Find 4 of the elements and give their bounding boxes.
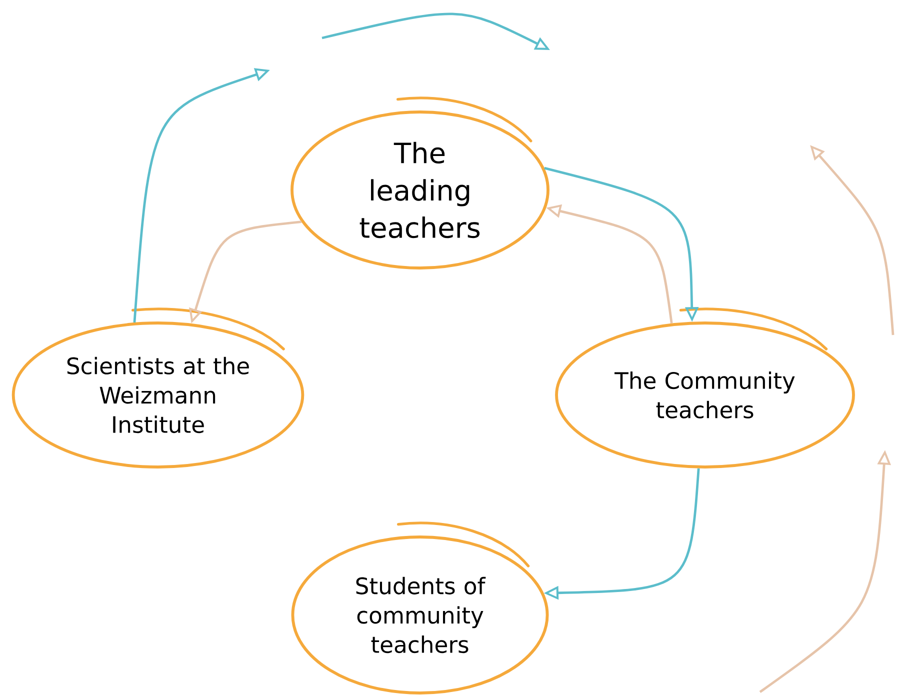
ellipse-node: Students of community teachers [291, 522, 549, 694]
ellipse-node: The leading teachers [290, 96, 550, 270]
ellipse-node: The Community teachers [555, 308, 855, 468]
ellipse-node: Scientists at the Weizmann Institute [12, 308, 304, 468]
